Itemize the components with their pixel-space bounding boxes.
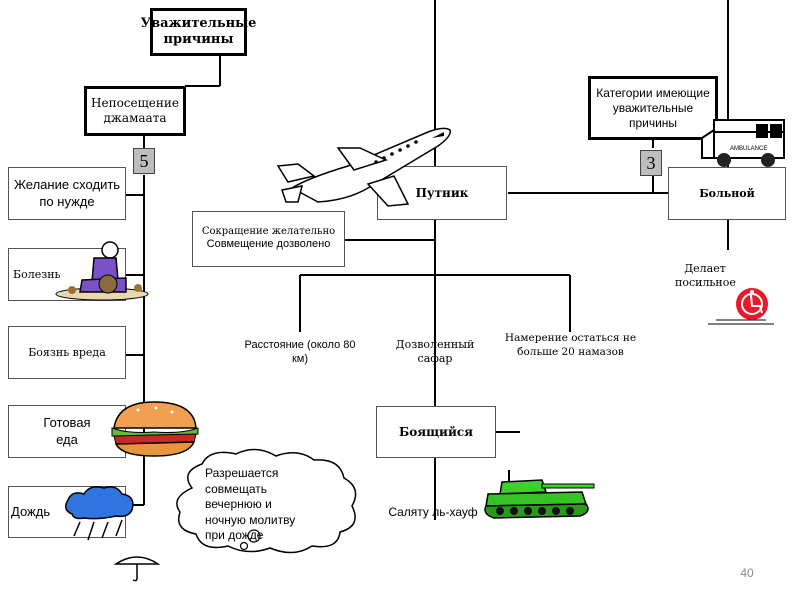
sick-note: Делает посильное (675, 262, 736, 290)
airplane-icon (276, 127, 451, 207)
left-item-food: Готовая еда (8, 405, 126, 458)
umbrella-icon (113, 556, 161, 582)
condition-intention: Намерение остаться не больше 20 намазов (504, 332, 637, 358)
page-number: 40 (740, 566, 754, 580)
right-count-text: 3 (646, 152, 656, 173)
condition-distance: Расстояние (около 80 км) (244, 339, 356, 366)
left-item-food-label: Готовая еда (43, 415, 91, 447)
sick-box: Больной (668, 167, 786, 220)
condition-safar: Дозволенный сафар (395, 338, 475, 366)
traveler-note-1: Сокращение желательно (201, 225, 336, 237)
left-count-badge: 5 (133, 148, 155, 174)
title-box: Уважительные причины (141, 8, 256, 56)
left-header-box: Непосещение джамаата (84, 86, 186, 136)
ambulance-icon: AMBULANCE (701, 119, 785, 167)
left-count-text: 5 (139, 150, 149, 171)
person-icon (55, 241, 149, 301)
fighter-box: Боящийся (376, 406, 496, 458)
left-item-illness-label: Болезнь (13, 267, 61, 281)
left-header-text: Непосещение джамаата (91, 96, 179, 125)
left-item-need-label: Желание сходить по нужде (13, 177, 121, 209)
cloud-shape (176, 448, 357, 554)
left-item-rain-label: Дождь (11, 503, 51, 519)
right-header-box: Категории имеющие уважительные причины (588, 76, 718, 140)
cloud-text: Разрешается совмещать вечернюю и ночную … (205, 466, 296, 543)
cloud-tail (239, 529, 261, 551)
sick-label: Больной (699, 186, 755, 200)
right-count-badge: 3 (640, 150, 662, 176)
traveler-note-2: Совмещение дозволено (206, 238, 331, 251)
tank-icon (484, 470, 595, 519)
traveler-note-box: Сокращение желательно Совмещение дозволе… (192, 211, 345, 267)
fighter-note: Саляту ль-хауф (388, 505, 478, 519)
left-item-fear: Боязнь вреда (8, 326, 126, 379)
left-item-fear-label: Боязнь вреда (28, 345, 106, 359)
sandwich-icon (111, 401, 199, 457)
title-text: Уважительные причины (140, 15, 257, 47)
rain-cloud-icon (65, 486, 134, 541)
svg-text:AMBULANCE: AMBULANCE (730, 146, 767, 152)
fighter-label: Боящийся (398, 424, 474, 439)
traveler-label: Путник (415, 185, 469, 200)
right-header-text: Категории имеющие уважительные причины (596, 85, 710, 130)
left-item-need: Желание сходить по нужде (8, 167, 126, 220)
wheelchair-icon (708, 288, 774, 325)
